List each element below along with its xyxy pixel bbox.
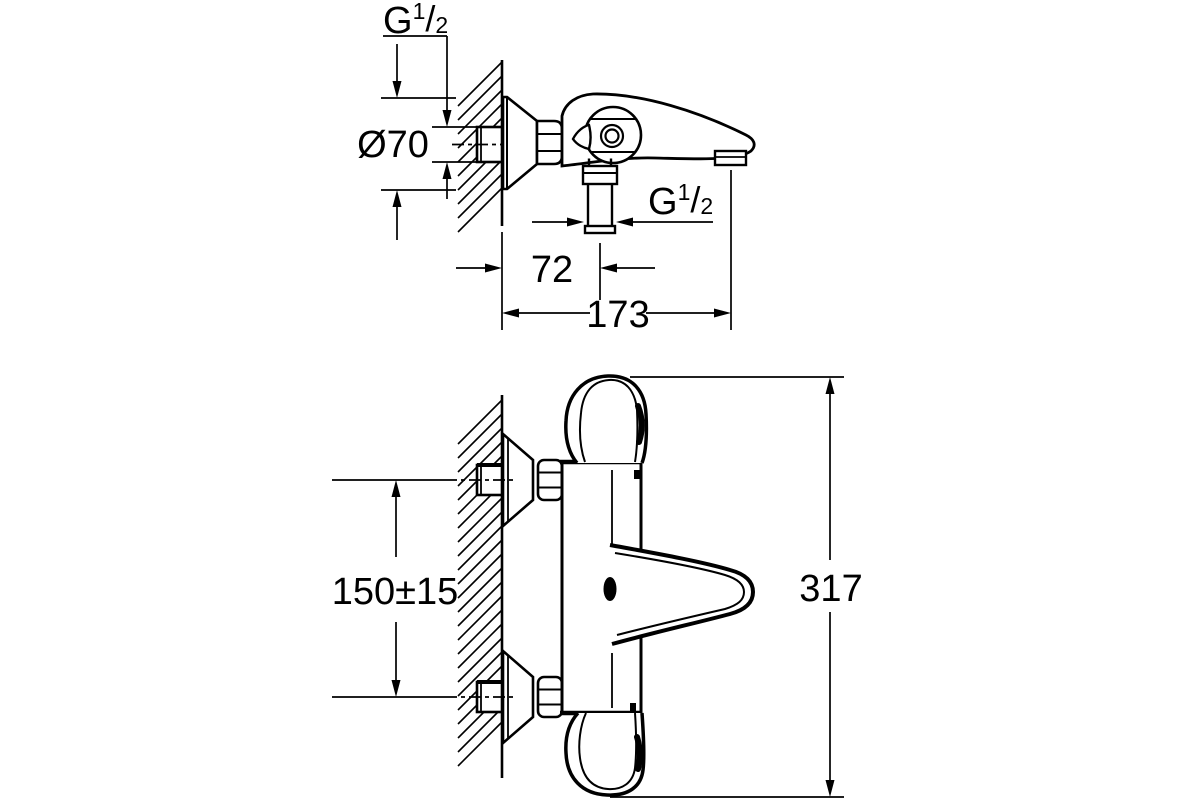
dim-spout-reach: 173 [502,170,732,336]
outlet-pipe-top [581,158,619,235]
dim-overall-height-label: 317 [799,568,862,610]
dim-escutcheon-label: Ø70 [357,124,429,166]
dim-wall-thread: G1/2 [383,0,477,199]
hex-nut-top [535,119,564,166]
spout-front [609,543,756,646]
top-view: G1/2 Ø70 G1/2 72 [357,0,756,336]
dim-outlet-thread: G1/2 [532,179,713,227]
upper-connection [475,431,564,529]
dim-outlet-thread-label: G1/2 [648,179,713,223]
dim-connection-spacing-label: 150±15 [332,571,459,613]
dim-escutcheon-diameter: Ø70 [357,44,456,240]
front-view: 150±15 317 [332,374,863,798]
volume-handle-front [564,711,646,797]
brand-emboss [603,577,617,601]
dim-outlet-offset-label: 72 [531,249,573,291]
dim-spout-reach-label: 173 [586,294,649,336]
dim-wall-thread-label: G1/2 [383,0,448,42]
temperature-handle-front [564,374,649,465]
escutcheon-top [501,95,539,191]
dim-overall-height: 317 [610,376,863,798]
dim-outlet-offset: 72 [456,232,655,330]
grip-notch-top [571,123,592,151]
body-front [560,459,643,716]
aerator-top [713,149,748,167]
dim-connection-spacing: 150±15 [332,479,514,698]
handle-knob-top [571,105,643,165]
